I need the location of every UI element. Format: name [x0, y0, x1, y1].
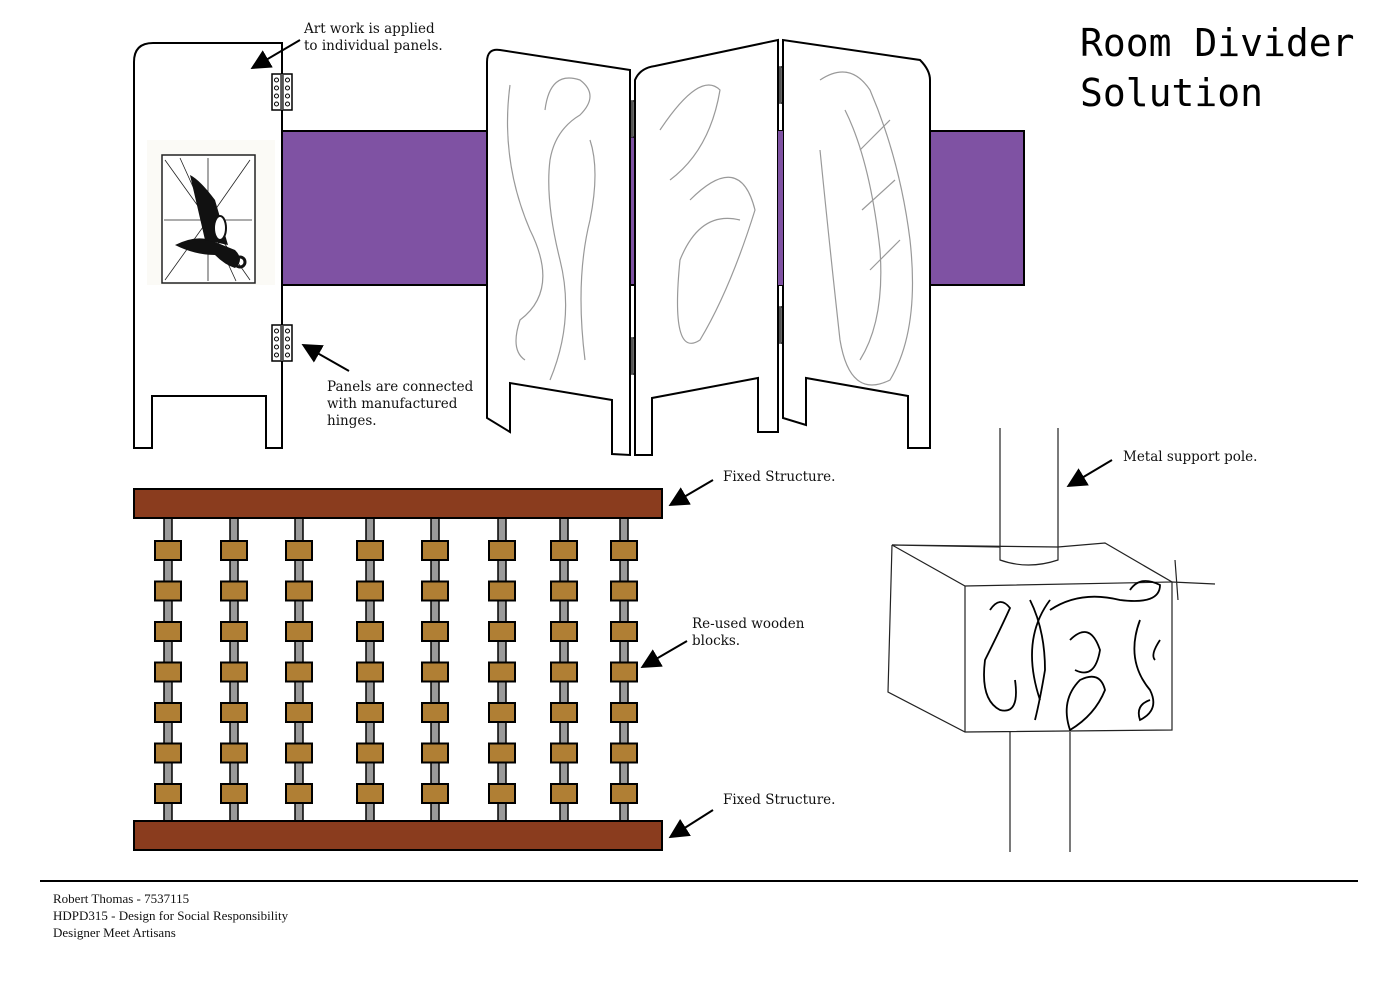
wooden-block: [285, 540, 313, 561]
wooden-blocks-annotation: Re-used wooden blocks.: [692, 616, 804, 650]
wooden-block: [488, 702, 516, 723]
wooden-block: [610, 621, 638, 642]
wooden-block: [488, 661, 516, 683]
wooden-block: [285, 621, 313, 642]
pole-base-sketch: [887, 428, 1216, 852]
wooden-block: [154, 661, 182, 683]
wooden-block: [154, 702, 182, 723]
wooden-block: [285, 661, 313, 683]
wooden-block: [550, 540, 578, 561]
annotation-line: Panels are connected: [327, 379, 474, 395]
wooden-block: [421, 661, 449, 683]
wooden-block: [550, 742, 578, 764]
wooden-block: [154, 540, 182, 561]
wooden-block: [285, 580, 313, 602]
annotation-line: blocks.: [692, 633, 741, 649]
metal-pole: [999, 428, 1059, 566]
fixed-structure-top-annotation: Fixed Structure.: [723, 469, 836, 485]
pole-annotation: Metal support pole.: [1123, 449, 1258, 465]
title-line-1: Room Divider: [1080, 21, 1355, 65]
wooden-block: [154, 621, 182, 642]
bird-artwork: [147, 140, 275, 285]
wooden-block: [220, 621, 248, 642]
wooden-block: [285, 742, 313, 764]
wooden-block: [356, 742, 384, 764]
wooden-block: [356, 540, 384, 561]
annotation-line: hinges.: [327, 413, 377, 429]
single-panel: [133, 42, 283, 449]
footer-project: Designer Meet Artisans: [53, 925, 176, 940]
wooden-block: [421, 580, 449, 602]
annotation-line: with manufactured: [327, 396, 458, 412]
fixed-bar-top: [133, 488, 663, 519]
fixed-bar-bottom: [133, 820, 663, 851]
wooden-block: [550, 661, 578, 683]
fixed-structure-bottom-annotation: Fixed Structure.: [723, 792, 836, 808]
hinges-annotation: Panels are connected with manufactured h…: [327, 379, 473, 430]
wooden-block: [421, 742, 449, 764]
abacus-structure: [133, 488, 663, 851]
wooden-block: [610, 783, 638, 804]
hinge: [271, 324, 293, 362]
title-line-2: Solution: [1080, 71, 1264, 115]
footer-author: Robert Thomas - 7537115: [53, 891, 190, 906]
annotation-line: Art work is applied: [304, 21, 435, 37]
footer: Robert Thomas - 7537115 HDPD315 - Design…: [53, 890, 288, 941]
wooden-block: [220, 540, 248, 561]
wooden-block: [550, 580, 578, 602]
wooden-block: [488, 742, 516, 764]
wooden-block: [421, 702, 449, 723]
wooden-block: [220, 580, 248, 602]
folding-screen: [486, 38, 931, 457]
wooden-block: [550, 783, 578, 804]
wooden-block: [610, 702, 638, 723]
footer-divider: [40, 880, 1358, 882]
wooden-block: [154, 783, 182, 804]
wooden-block: [220, 742, 248, 764]
annotation-arrows: [250, 39, 1113, 839]
wooden-block: [421, 621, 449, 642]
artwork-annotation: Art work is applied to individual panels…: [304, 21, 443, 55]
wooden-block: [356, 621, 384, 642]
wooden-block: [220, 661, 248, 683]
wooden-block: [421, 540, 449, 561]
wooden-block: [488, 621, 516, 642]
wooden-block: [488, 580, 516, 602]
wooden-block: [220, 783, 248, 804]
annotation-line: Re-used wooden: [692, 616, 805, 632]
footer-course: HDPD315 - Design for Social Responsibili…: [53, 908, 289, 923]
wooden-block: [285, 702, 313, 723]
wooden-block: [356, 702, 384, 723]
annotation-line: to individual panels.: [304, 38, 443, 54]
wooden-block: [285, 783, 313, 804]
wooden-block: [610, 580, 638, 602]
wooden-block: [610, 742, 638, 764]
page-title: Room Divider Solution: [1080, 18, 1355, 118]
wooden-block: [154, 580, 182, 602]
wooden-block: [488, 783, 516, 804]
wooden-block: [356, 661, 384, 683]
wooden-block: [356, 783, 384, 804]
wooden-block: [421, 783, 449, 804]
wooden-block: [550, 621, 578, 642]
wooden-block: [488, 540, 516, 561]
wooden-block: [610, 540, 638, 561]
wooden-block: [154, 742, 182, 764]
hinge: [271, 73, 293, 111]
wooden-block: [550, 702, 578, 723]
wooden-block: [356, 580, 384, 602]
wooden-block: [220, 702, 248, 723]
wooden-block: [610, 661, 638, 683]
